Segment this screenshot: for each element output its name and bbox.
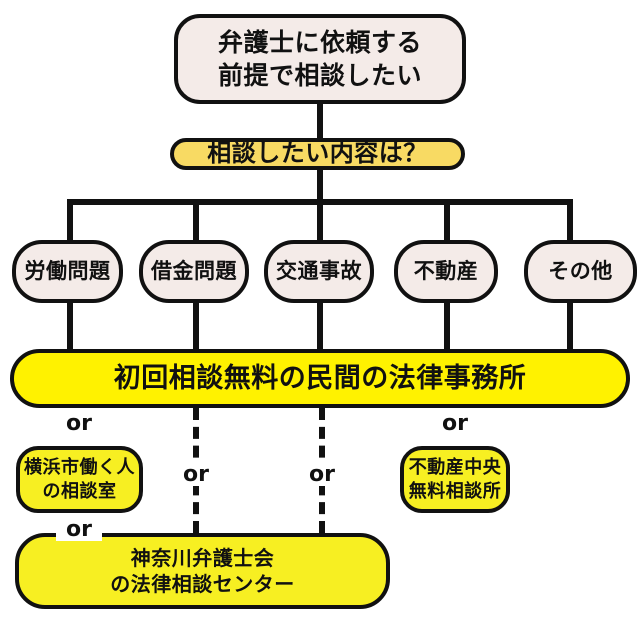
node-category-label: 不動産 <box>413 258 479 283</box>
node-category-traffic-accident[interactable]: 交通事故 <box>264 240 374 303</box>
node-root-line-2: 前提で相談したい <box>217 61 422 90</box>
node-category-label: 交通事故 <box>276 258 362 283</box>
connector-bus-to-category-1 <box>67 199 73 241</box>
connector-category-3-to-primary <box>317 302 323 350</box>
node-root-intent[interactable]: 弁護士に依頼する 前提で相談したい <box>174 14 466 104</box>
or-label-right-top: or <box>432 413 478 435</box>
node-alt-line-1: 不動産中央 <box>408 456 502 478</box>
node-alt-line-2: の法律相談センター <box>110 572 295 596</box>
node-alt-line-1: 神奈川弁護士会 <box>130 545 275 570</box>
node-alt-line-2: の相談室 <box>42 480 117 502</box>
node-alt-real-estate-center[interactable]: 不動産中央 無料相談所 <box>400 446 510 513</box>
connector-bus-to-category-4 <box>444 199 450 241</box>
connector-root-to-question <box>317 104 323 140</box>
node-question-topic[interactable]: 相談したい内容は？ <box>170 138 465 170</box>
connector-category-5-to-primary <box>567 302 573 350</box>
node-alt-yokohama-worker-consultation[interactable]: 横浜市働く人 の相談室 <box>16 446 143 513</box>
node-alt-line-2: 無料相談所 <box>408 480 502 502</box>
connector-bus-to-category-5 <box>567 199 573 241</box>
node-root-line-1: 弁護士に依頼する <box>217 28 422 57</box>
node-category-real-estate[interactable]: 不動産 <box>394 240 498 303</box>
or-label-left-top: or <box>56 413 102 435</box>
node-category-other[interactable]: その他 <box>524 240 637 303</box>
node-alt-line-1: 横浜市働く人 <box>24 456 135 478</box>
node-category-debt[interactable]: 借金問題 <box>139 240 249 303</box>
node-question-label: 相談したい内容は？ <box>207 139 428 168</box>
connector-bus-to-category-3 <box>317 199 323 241</box>
node-category-labor[interactable]: 労働問題 <box>12 240 123 303</box>
node-alt-kanagawa-bar-association[interactable]: 神奈川弁護士会 の法律相談センター <box>15 533 390 609</box>
connector-category-1-to-primary <box>67 302 73 350</box>
node-category-label: 労働問題 <box>24 258 111 283</box>
or-label-left-bottom: or <box>56 519 102 541</box>
connector-category-2-to-primary <box>193 302 199 350</box>
or-label-mid-left: or <box>173 464 219 486</box>
connector-question-to-bus <box>317 168 323 202</box>
connector-bus-to-category-2 <box>193 199 199 241</box>
or-label-mid-right: or <box>299 464 345 486</box>
node-primary-label: 初回相談無料の民間の法律事務所 <box>113 362 527 394</box>
node-primary-law-office[interactable]: 初回相談無料の民間の法律事務所 <box>10 349 630 408</box>
node-category-label: その他 <box>548 258 613 283</box>
node-category-label: 借金問題 <box>151 258 237 283</box>
connector-category-4-to-primary <box>444 302 450 350</box>
